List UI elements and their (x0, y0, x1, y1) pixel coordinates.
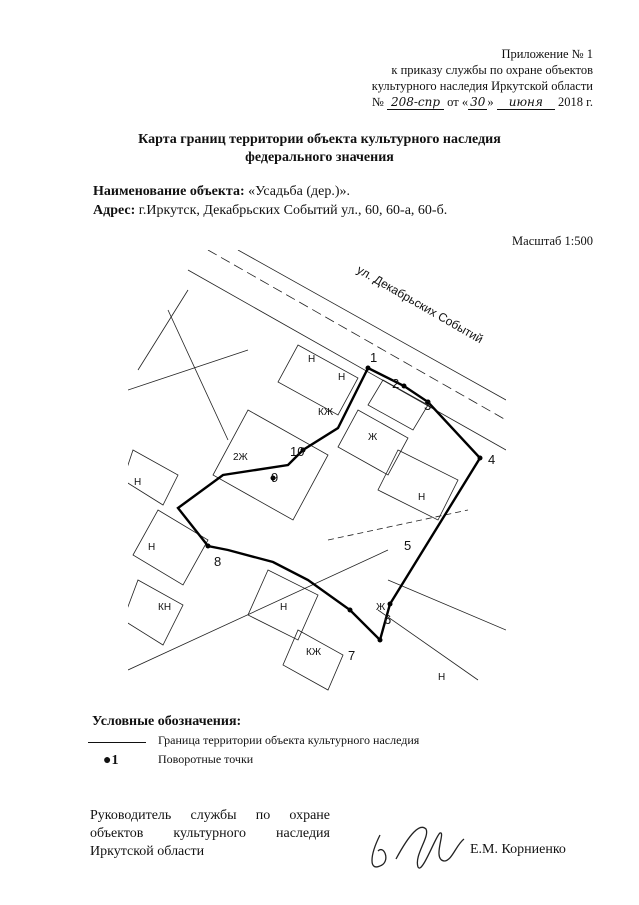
object-info: Наименование объекта: «Усадьба (дер.)». … (93, 182, 447, 220)
building-label: Ж (376, 602, 386, 613)
building-label: Н (418, 492, 425, 503)
object-name-value: «Усадьба (дер.)». (248, 184, 350, 199)
title-line1: Карта границ территории объекта культурн… (138, 132, 501, 147)
building-label: Н (280, 602, 287, 613)
point-label-1: 1 (370, 350, 377, 365)
point-label-6: 6 (384, 612, 391, 627)
title-line2: федерального значения (245, 150, 394, 165)
building-label: Н (338, 372, 345, 383)
order-year: 2018 г. (558, 95, 593, 109)
point-label-10: 10 (290, 444, 304, 459)
signer-name: Е.М. Корниенко (470, 842, 566, 857)
object-address-label: Адрес: (93, 203, 136, 218)
quote-close: » (487, 95, 494, 109)
order-number: 208-спр (386, 95, 445, 110)
position-line3: Иркутской области (90, 844, 205, 859)
appendix-line3: культурного наследия Иркутской области (371, 79, 593, 93)
point-label-9: 9 (271, 470, 278, 485)
appendix-line2: к приказу службы по охране объектов (391, 63, 593, 77)
point-label-4: 4 (488, 452, 495, 467)
map-scale: Масштаб 1:500 (512, 234, 593, 248)
object-address-value: г.Иркутск, Декабрьских Событий ул., 60, … (138, 203, 448, 218)
order-day: 30 (468, 95, 488, 110)
appendix-line1: Приложение № 1 (501, 47, 593, 61)
street-label: ул. Декабрьских Событий (355, 262, 486, 346)
document-title: Карта границ территории объекта культурн… (0, 131, 639, 167)
number-prefix: № (371, 95, 384, 109)
building-label: КН (158, 602, 171, 613)
legend-boundary-line (88, 742, 146, 743)
order-month: июня (496, 95, 555, 110)
position-line2: объектов культурного наследия (90, 826, 330, 841)
point-label-5: 5 (404, 538, 411, 553)
building-label: Н (148, 542, 155, 553)
object-address-row: Адрес: г.Иркутск, Декабрьских Событий ул… (93, 201, 447, 220)
cadastral-map: ул. Декабрьских Событий 1 2 3 4 5 6 7 8 … (128, 250, 506, 691)
point-label-8: 8 (214, 554, 221, 569)
building-label: 2Ж (233, 452, 249, 463)
point-label-7: 7 (348, 648, 355, 663)
building-label: Ж (368, 432, 378, 443)
building-label: Н (134, 477, 141, 488)
object-name-label: Наименование объекта: (93, 184, 245, 199)
legend-point-symbol: ●1 (103, 753, 119, 768)
legend-boundary-text: Граница территории объекта культурного н… (158, 733, 420, 747)
from-label: от « (447, 95, 469, 109)
point-label-2: 2 (392, 376, 399, 391)
legend-title: Условные обозначения: (92, 714, 242, 729)
building-label: КЖ (318, 407, 334, 418)
appendix-header: Приложение № 1 к приказу службы по охран… (372, 46, 593, 110)
appendix-number-line: № 208-спр от «30» июня 2018 г. (372, 94, 593, 110)
object-name-row: Наименование объекта: «Усадьба (дер.)». (93, 182, 447, 201)
legend-points-text: Поворотные точки (158, 752, 254, 766)
point-label-3: 3 (424, 398, 431, 413)
position-line1: Руководитель службы по охране (90, 808, 330, 823)
building-label: КЖ (306, 647, 322, 658)
building-label: Н (438, 672, 445, 683)
building-label: Н (308, 354, 315, 365)
signer-position: Руководитель службы по охране объектов к… (90, 807, 330, 861)
handwritten-signature (371, 826, 465, 869)
